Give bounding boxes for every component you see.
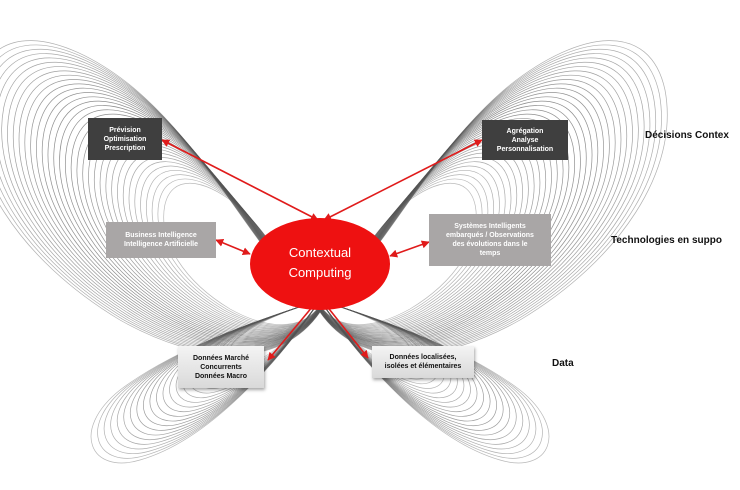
box-line: Personnalisation: [496, 145, 554, 153]
arrow-prevision: [161, 139, 319, 221]
box-business-intelligence: Business Intelligence Intelligence Artif…: [106, 222, 216, 258]
box-line: Business Intelligence: [125, 232, 197, 239]
label-decisions: Décisions Contex: [645, 130, 729, 141]
contextual-computing-label: Contextual Computing: [249, 216, 391, 310]
arrow-donnees-marche: [267, 299, 319, 361]
label-technologies: Technologies en suppo: [611, 235, 722, 246]
right-wing-curve: [319, 165, 500, 329]
box-line: Optimisation: [103, 135, 147, 143]
box-line: Prévision: [109, 126, 141, 134]
arrow-systemes: [389, 240, 430, 258]
right-wing-curve: [319, 170, 494, 328]
box-line: Prescription: [104, 144, 146, 152]
box-line: Données Marché: [192, 354, 250, 362]
box-agregation-analyse: Agrégation Analyse Personnalisation: [482, 120, 568, 160]
box-line: Analyse: [511, 136, 539, 144]
right-lower-wing-curve: [319, 299, 537, 454]
box-line: isolées et élémentaires: [384, 363, 462, 370]
right-lower-wing-curve: [319, 299, 543, 459]
right-lower-wing-curve: [319, 299, 550, 464]
box-line: Agrégation: [506, 127, 544, 135]
box-systemes-intelligents: Systèmes Intelligents embarqués / Observ…: [429, 214, 551, 266]
contextual-computing-ellipse: [250, 218, 390, 310]
box-prevision-optimisation: Prévision Optimisation Prescription: [88, 118, 162, 160]
box-line: Données Macro: [194, 372, 248, 380]
box-line: des évolutions dans le: [452, 241, 528, 248]
left-wing-curve: [146, 170, 321, 328]
center-line-1: Contextual: [288, 245, 352, 260]
box-line: temps: [479, 250, 501, 257]
label-data: Data: [552, 358, 574, 369]
box-line: Intelligence Artificielle: [123, 241, 199, 248]
left-wing-curve: [140, 165, 321, 329]
right-lower-wing-curve: [319, 299, 524, 445]
box-line: Systèmes Intelligents: [454, 223, 526, 230]
arrow-donnees-localisees: [321, 299, 369, 359]
box-donnees-localisees: Données localisées, isolées et élémentai…: [372, 346, 474, 378]
box-line: Concurrents: [200, 363, 242, 371]
arrow-bi: [215, 239, 251, 255]
center-line-2: Computing: [288, 265, 352, 280]
arrow-agregation: [323, 139, 483, 221]
box-donnees-marche: Données Marché Concurrents Données Macro: [178, 346, 264, 388]
box-line: Données localisées,: [389, 354, 457, 361]
right-lower-wing-curve: [319, 299, 530, 450]
box-line: embarqués / Observations: [446, 232, 534, 239]
